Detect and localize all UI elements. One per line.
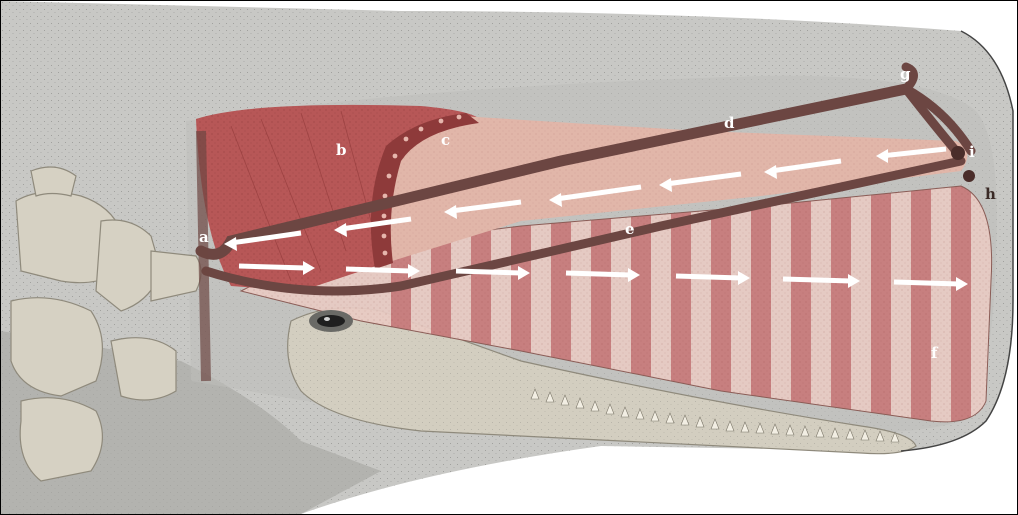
eye <box>309 310 353 332</box>
label-f: f <box>931 346 937 361</box>
node-h <box>963 170 975 182</box>
label-a: a <box>199 230 209 245</box>
label-e: e <box>625 222 635 237</box>
node-i <box>951 146 965 160</box>
label-h: h <box>985 187 996 202</box>
label-c: c <box>441 133 450 148</box>
label-d: d <box>724 116 735 131</box>
duct-lower <box>201 131 206 381</box>
label-i: i <box>969 145 975 160</box>
label-g: g <box>900 67 911 82</box>
label-b: b <box>336 143 347 158</box>
